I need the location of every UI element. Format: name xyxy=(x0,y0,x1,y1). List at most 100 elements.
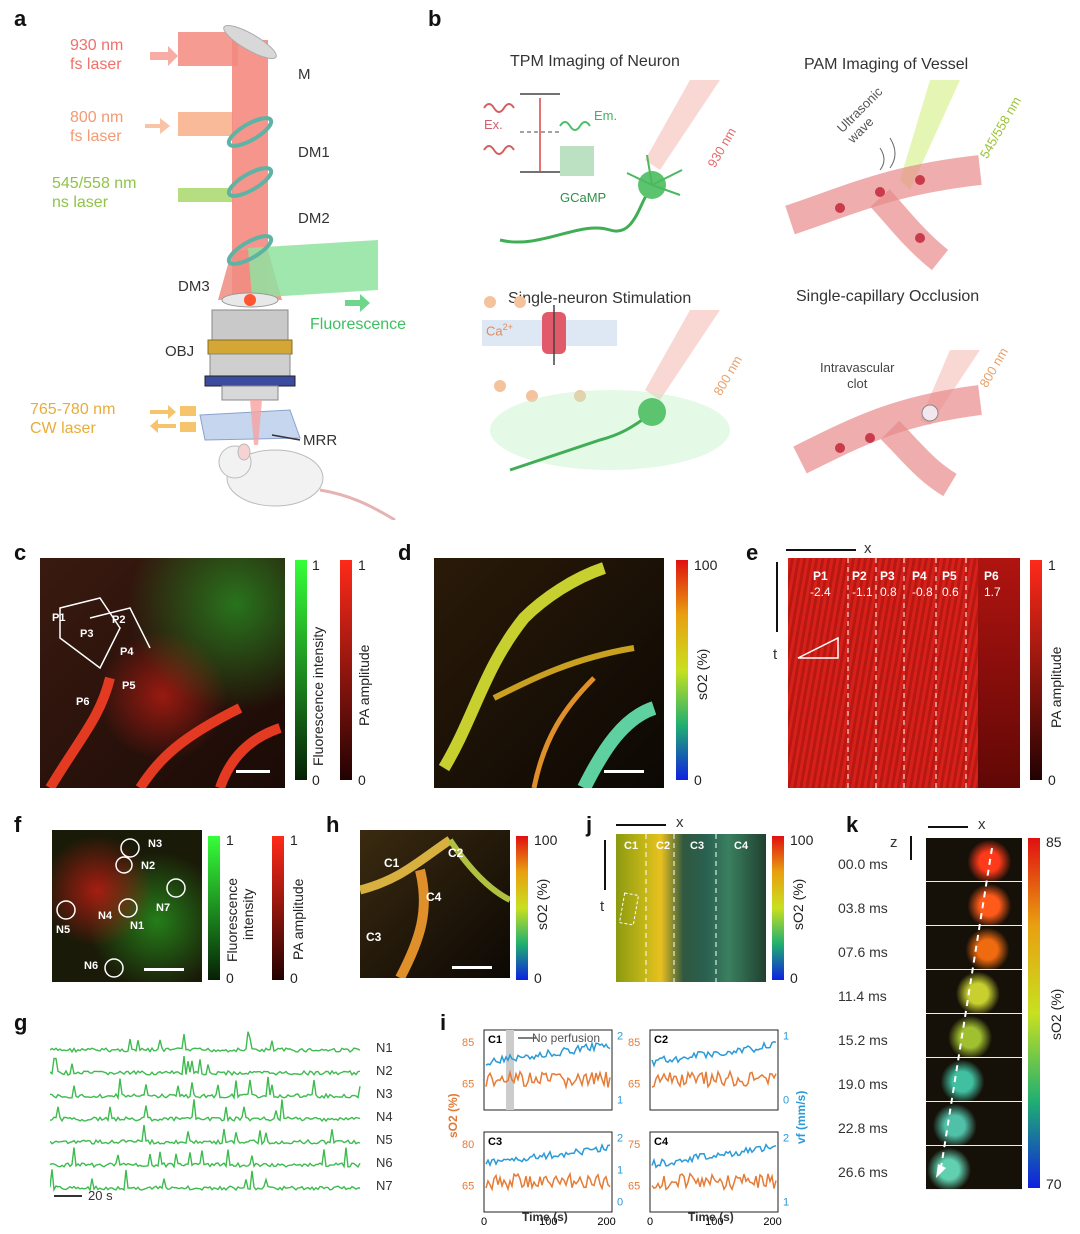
image-h xyxy=(360,830,510,978)
panel-label-d: d xyxy=(398,540,412,565)
h-scale-bar xyxy=(452,966,492,969)
stimulation-title: Single-neuron Stimulation xyxy=(508,290,692,307)
g-trace-label-n2: N2 xyxy=(376,1063,393,1078)
pam-title: PAM Imaging of Vessel xyxy=(804,56,969,73)
e-col-p2: P2-1.1 xyxy=(852,569,873,599)
f-label-n7: N7 xyxy=(156,902,171,914)
j-x-bar xyxy=(616,824,666,826)
j-col-c2: C2 xyxy=(656,840,671,852)
ex-label: Ex. xyxy=(484,117,503,132)
i-c2-ytick-right-1: 1 xyxy=(783,1031,789,1043)
i-c1-ytick-left-65: 65 xyxy=(462,1079,474,1091)
i-c3-xtick-200: 200 xyxy=(597,1216,615,1228)
g-trace-n5 xyxy=(50,1124,361,1146)
i-c4-ytick-right-2: 2 xyxy=(783,1133,789,1145)
k-frame-3 xyxy=(926,970,1022,1014)
f-cb1-top: 1 xyxy=(226,832,234,848)
k-time-6: 22.8 ms xyxy=(838,1120,888,1136)
i-c2-vf-line xyxy=(651,1040,777,1068)
i-c3-vf-line xyxy=(485,1143,611,1168)
j-t-bar xyxy=(604,840,606,890)
i-c3-xtick-0: 0 xyxy=(481,1216,487,1228)
j-x-label: x xyxy=(676,814,684,831)
f-label-n1: N1 xyxy=(130,920,145,932)
i-c4-so2-line xyxy=(651,1172,777,1192)
g-trace-label-n4: N4 xyxy=(376,1109,393,1124)
h-cb-bottom: 0 xyxy=(534,970,542,986)
k-cb-label: sO2 (%) xyxy=(1048,988,1064,1040)
k-time-1: 03.8 ms xyxy=(838,900,888,916)
j-col-c4: C4 xyxy=(734,840,749,852)
k-cb-top: 85 xyxy=(1046,834,1062,850)
dm2-label: DM2 xyxy=(298,210,330,227)
i-no-perfusion: No perfusion xyxy=(532,1031,601,1045)
c-colorbar-pa xyxy=(340,560,352,780)
f-label-n2: N2 xyxy=(141,860,156,872)
i-c2-ytick-left-65: 65 xyxy=(628,1079,640,1091)
i-ylabel-right: vf (mm/s) xyxy=(794,1090,808,1144)
g-trace-label-n3: N3 xyxy=(376,1086,393,1101)
i-c4-ytick-right-1: 1 xyxy=(783,1197,789,1209)
c-label-p6: P6 xyxy=(76,696,90,708)
c-colorbar-fluor xyxy=(295,560,307,780)
i-c4-xtick-0: 0 xyxy=(647,1216,653,1228)
g-trace-label-n6: N6 xyxy=(376,1155,393,1170)
j-colorbar xyxy=(772,836,784,980)
g-trace-label-n1: N1 xyxy=(376,1040,393,1055)
d-cb-bottom: 0 xyxy=(694,772,702,788)
k-x-bar xyxy=(928,826,968,828)
c-label-p3: P3 xyxy=(80,628,94,640)
i-c3-xtick-100: 100 xyxy=(539,1216,557,1228)
i-c2-title: C2 xyxy=(654,1034,668,1046)
e-cb-label: PA amplitude xyxy=(1048,646,1064,728)
h-label-c3: C3 xyxy=(366,930,382,944)
fluorescence-label: Fluorescence xyxy=(310,316,407,333)
i-xlabel-left: Time (s) xyxy=(522,1210,568,1224)
k-time-0: 00.0 ms xyxy=(838,856,888,872)
tpm-title: TPM Imaging of Neuron xyxy=(510,53,680,70)
image-j xyxy=(616,834,766,982)
k-time-7: 26.6 ms xyxy=(838,1164,888,1180)
i-c1-so2-line xyxy=(485,1069,611,1090)
panel-label-a: a xyxy=(14,6,27,31)
panel-label-e: e xyxy=(746,540,759,565)
g-trace-n3 xyxy=(50,1076,361,1101)
panel-label-j: j xyxy=(586,812,593,837)
k-z-bar xyxy=(910,836,912,860)
e-cb-top: 1 xyxy=(1048,557,1056,573)
i-c3-ytick-right-1: 1 xyxy=(617,1165,623,1177)
i-xlabel-right: Time (s) xyxy=(688,1210,734,1224)
occlusion-title: Single-capillary Occlusion xyxy=(796,288,980,305)
g-traces-svg xyxy=(50,1031,361,1197)
dm1-label: DM1 xyxy=(298,144,330,161)
e-cb-bottom: 0 xyxy=(1048,772,1056,788)
g-trace-n2 xyxy=(50,1056,361,1077)
c-cb2-top: 1 xyxy=(358,557,366,573)
k-time-5: 19.0 ms xyxy=(838,1076,888,1092)
i-c3-ytick-left-65: 65 xyxy=(462,1181,474,1193)
k-frame-4 xyxy=(926,1014,1022,1058)
g-trace-n1 xyxy=(50,1031,361,1054)
e-colorbar xyxy=(1030,560,1042,780)
g-trace-n7 xyxy=(50,1169,360,1193)
g-trace-n6 xyxy=(50,1147,361,1169)
g-trace-label-n7: N7 xyxy=(376,1178,393,1193)
k-frame-0 xyxy=(926,838,1022,882)
j-cb-label: sO2 (%) xyxy=(790,878,806,930)
f-scale-bar xyxy=(144,968,184,971)
g-scale-label: 20 s xyxy=(88,1188,113,1203)
c-label-p5: P5 xyxy=(122,680,136,692)
d-cb-label: sO2 (%) xyxy=(694,648,710,700)
f-label-n5: N5 xyxy=(56,924,71,936)
c-cb2-label: PA amplitude xyxy=(356,644,372,726)
k-cb-bottom: 70 xyxy=(1046,1176,1062,1192)
c-label-p1: P1 xyxy=(52,612,66,624)
